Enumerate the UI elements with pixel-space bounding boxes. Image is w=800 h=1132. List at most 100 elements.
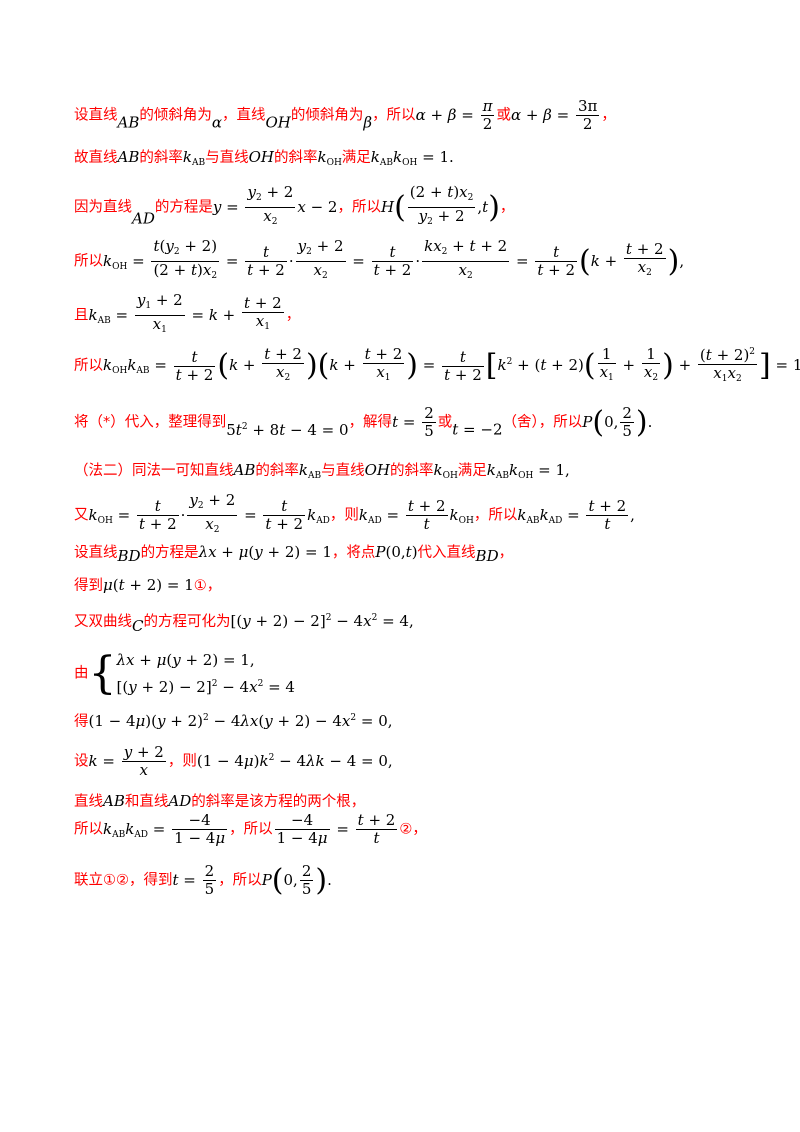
text: 设直线 <box>74 545 118 561</box>
line-16: 直线AB和直线AD的斜率是该方程的两个根， <box>74 790 760 811</box>
text: （法二）同法一可知直线 <box>74 463 234 479</box>
math-alpha: α <box>211 113 222 132</box>
math-AB: AB <box>117 113 140 132</box>
math-beta: β <box>363 113 373 132</box>
line-11: 得到μ(t + 2) = 1①， <box>74 574 760 595</box>
text: 的方程是 <box>140 545 199 561</box>
math-AB: AB <box>233 461 256 479</box>
text: 得到 <box>74 578 103 594</box>
text: ，所以 <box>218 872 262 889</box>
text: ，所以 <box>337 199 381 216</box>
math-expression: P(0,t) <box>375 543 418 561</box>
text: 直线 <box>74 794 103 810</box>
math-OH: OH <box>248 148 274 166</box>
text: 的斜率 <box>139 150 183 166</box>
text: 所以 <box>74 253 103 270</box>
math-expression: 5t2 + 8t − 4 = 0 <box>226 420 349 439</box>
text: ，则 <box>329 507 359 524</box>
text: 得 <box>74 714 89 730</box>
math-kOH: kOH <box>433 461 458 481</box>
text: 的斜率 <box>389 463 434 479</box>
math-expression: kABkOH = 1. <box>370 148 454 168</box>
text: （舍），所以 <box>502 414 583 431</box>
text: 又 <box>74 507 89 524</box>
text: 将（*）代入，整理得到 <box>74 414 227 431</box>
text: ，所以 <box>229 821 273 838</box>
text: 所以 <box>74 358 103 374</box>
math-expression: kABkOH = 1, <box>486 461 570 481</box>
math-OH: OH <box>364 461 390 479</box>
text: ，直线 <box>222 107 266 124</box>
math-expression: (1 − 4μ)k2 − 4λk − 4 = 0, <box>196 751 393 770</box>
math-kAB: kAB <box>182 148 206 168</box>
math-kAB: kAB <box>298 461 322 481</box>
text: 又双曲线 <box>74 614 132 630</box>
math-expression: (1 − 4μ)(y + 2)2 − 4λx(y + 2) − 4x2 = 0, <box>88 712 393 730</box>
text: 且 <box>74 307 89 324</box>
text: ，所以 <box>372 107 416 124</box>
text: 和直线 <box>124 794 169 810</box>
math-OH: OH <box>265 113 291 132</box>
text: 的斜率是该方程的两个根， <box>191 794 366 810</box>
line-2: 故直线AB的斜率kAB与直线OH的斜率kOH满足kABkOH = 1. <box>74 146 760 168</box>
text: 设直线 <box>74 107 118 124</box>
text: 所以 <box>74 821 103 838</box>
math-expression: [(y + 2) − 2]2 − 4x2 = 4, <box>230 612 414 630</box>
text: 的方程是 <box>154 199 213 216</box>
math-C: C <box>132 617 144 635</box>
text: ， <box>499 199 515 216</box>
math-AB: AB <box>103 792 125 810</box>
math-BD: BD <box>117 547 141 565</box>
text: 的倾斜角为 <box>290 107 364 124</box>
text: 或 <box>496 107 511 124</box>
text: 的斜率 <box>273 150 318 166</box>
text: 或 <box>437 414 453 431</box>
text: ，解得 <box>348 414 393 431</box>
line-13: 由{λx + μ(y + 2) = 1,[(y + 2) − 2]2 − 4x2… <box>74 648 760 699</box>
math-expression: μ(t + 2) = 1 <box>103 576 194 594</box>
text: ，将点 <box>331 545 376 561</box>
math-BD: BD <box>475 547 499 565</box>
line-12: 又双曲线C的方程可化为[(y + 2) − 2]2 − 4x2 = 4, <box>74 610 760 635</box>
text: 的方程可化为 <box>143 614 231 630</box>
text: 设 <box>74 753 89 770</box>
text: ①， <box>193 578 222 594</box>
text: 的斜率 <box>255 463 299 479</box>
math-kOH: kOH <box>317 148 342 168</box>
text: 的倾斜角为 <box>139 107 212 124</box>
math-AB: AB <box>117 148 140 166</box>
math-expression: t = −2 <box>452 420 503 439</box>
line-8: （法二）同法一可知直线AB的斜率kAB与直线OH的斜率kOH满足kABkOH =… <box>74 459 760 481</box>
text: 联立①②，得到 <box>74 872 173 889</box>
line-10: 设直线BD的方程是λx + μ(y + 2) = 1，将点P(0,t)代入直线B… <box>74 543 514 565</box>
text: ②， <box>399 821 427 838</box>
text: 满足 <box>457 463 487 479</box>
text: 故直线 <box>74 150 118 166</box>
